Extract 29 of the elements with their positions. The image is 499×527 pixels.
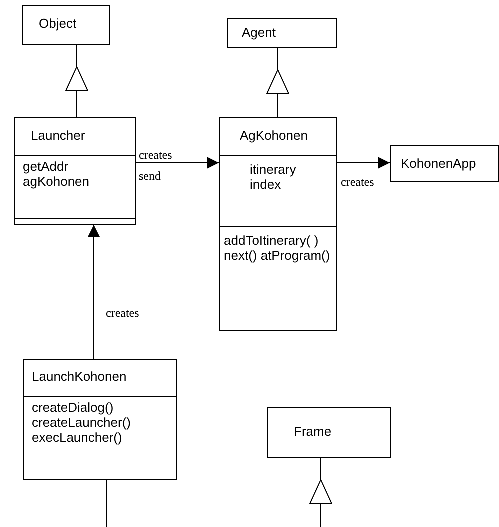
class-name: KohonenApp [401, 156, 476, 171]
class-members: itinerary index [250, 162, 296, 192]
class-box [267, 407, 391, 458]
class-box [22, 5, 110, 45]
class-members: createDialog() createLauncher() execLauncher() [32, 400, 131, 445]
class-box [219, 117, 337, 331]
edge-label: creates [341, 176, 374, 189]
class-members: getAddr agKohonen [23, 159, 90, 189]
inheritance-arrow [66, 44, 88, 118]
class-methods: addToItinerary( ) next() atProgram() [224, 233, 330, 263]
connector-line [106, 480, 108, 527]
class-name: Object [39, 16, 77, 31]
class-box [23, 359, 177, 480]
association-arrow [136, 157, 220, 169]
inheritance-arrow [310, 458, 332, 527]
class-box [227, 18, 337, 48]
class-name: LaunchKohonen [32, 369, 127, 384]
class-box [14, 117, 136, 225]
edge-note: send [139, 170, 161, 183]
class-name: Frame [294, 424, 332, 439]
edge-label: creates [106, 307, 140, 320]
class-box [390, 145, 499, 182]
class-name: AgKohonen [240, 128, 308, 143]
edge-label: creates [139, 149, 172, 162]
inheritance-arrow [266, 48, 290, 118]
class-name: Launcher [31, 128, 86, 143]
class-name: Agent [242, 25, 276, 40]
association-arrow [336, 157, 390, 169]
association-arrow [88, 224, 100, 360]
